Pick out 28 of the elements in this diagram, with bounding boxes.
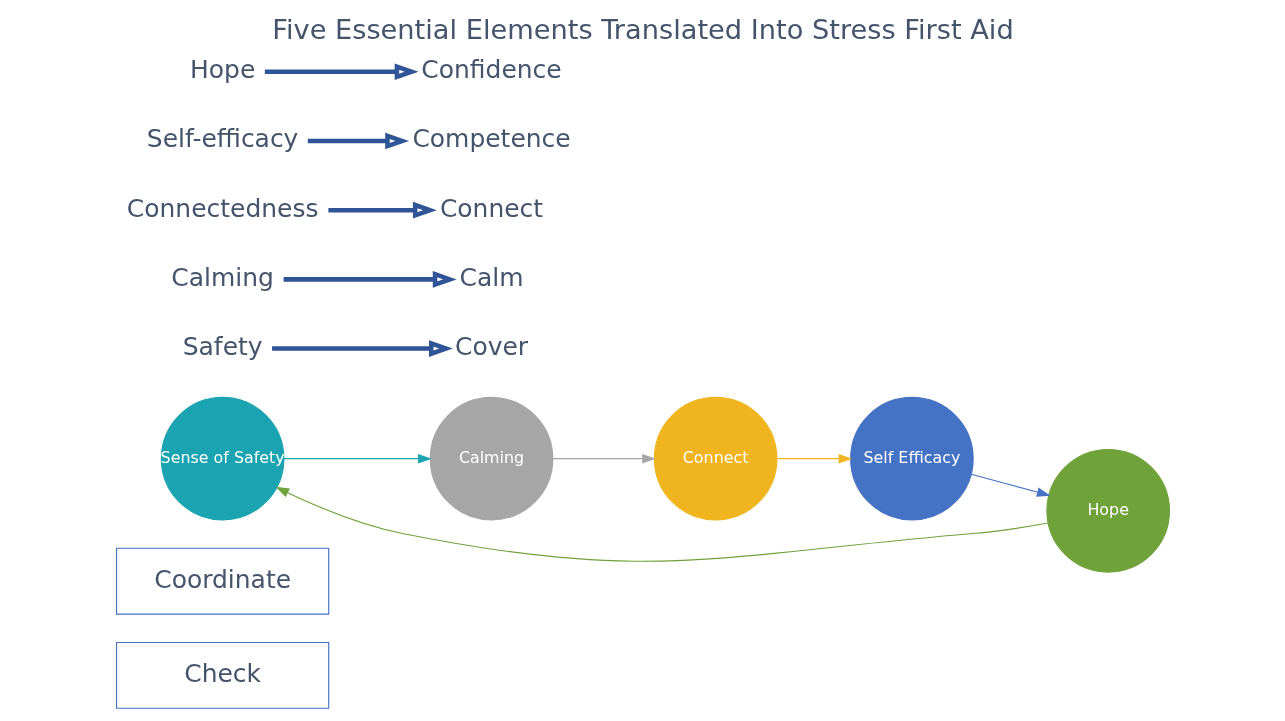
arrow (282, 453, 432, 464)
node-circle: Calming (429, 396, 553, 521)
node-box: Coordinate (115, 547, 329, 615)
arrow (776, 453, 852, 464)
node-text: Hope (189, 55, 255, 85)
node-text: Competence (411, 124, 571, 154)
node-circle: Connect (653, 396, 777, 521)
arrow (970, 473, 1051, 497)
node-text: Cover (454, 331, 528, 361)
arrow (264, 63, 419, 81)
node-box: Check (115, 641, 329, 709)
node-text: Safety (182, 331, 263, 361)
node-text: Connectedness (126, 193, 318, 223)
node-circle: Hope (1045, 449, 1170, 573)
node-text: Calm (459, 262, 524, 292)
arrow (307, 132, 409, 150)
node-text: Connect (439, 193, 543, 223)
diagram-title: Five Essential Elements Translated Into Stress First Aid (271, 14, 1014, 46)
arrow (283, 271, 457, 288)
node-text: Self-efficacy (146, 124, 298, 154)
arrow (275, 486, 1049, 562)
arrow (327, 201, 437, 219)
node-circle: Sense of Safety (160, 396, 284, 521)
node-text: Confidence (420, 55, 562, 85)
node-circle: Self Efficacy (849, 396, 974, 521)
arrow (271, 340, 453, 357)
arrow (551, 453, 656, 464)
node-text: Calming (170, 262, 274, 292)
